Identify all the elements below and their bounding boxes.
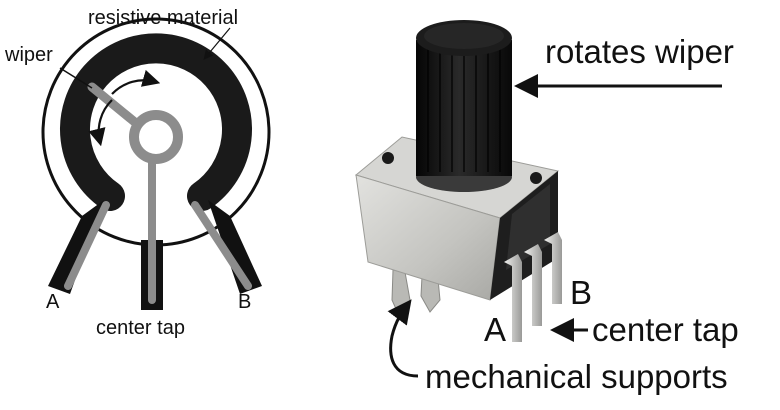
- terminal-b: [191, 200, 262, 294]
- rivet-left: [382, 152, 394, 164]
- label-mechanical-supports: mechanical supports: [425, 358, 728, 395]
- label-photo-terminal-b: B: [570, 274, 592, 311]
- resistive-material-leader-line: [203, 27, 231, 60]
- potentiometer-illustration: rotates wiper B A center tap mechanical …: [354, 20, 739, 395]
- label-resistive-material: resistive material: [88, 7, 238, 29]
- rotation-arrow-cw: [111, 69, 161, 95]
- pin-center: [524, 244, 542, 326]
- wiper-hub: [129, 110, 183, 164]
- resistive-track: [60, 33, 252, 211]
- label-photo-terminal-a: A: [484, 311, 506, 348]
- pin-a: [504, 254, 522, 342]
- label-terminal-b: B: [238, 291, 251, 313]
- mechanical-supports-arrow: [387, 299, 419, 378]
- pin-b: [544, 232, 562, 304]
- label-rotates-wiper: rotates wiper: [545, 33, 734, 70]
- schematic-diagram: resistive material wiper A B center tap: [4, 7, 271, 339]
- rivet-right: [530, 172, 542, 184]
- support-leg-left: [391, 269, 411, 320]
- terminal-a: [48, 200, 110, 294]
- label-wiper: wiper: [4, 44, 53, 66]
- terminal-center: [141, 156, 163, 310]
- rotation-arrow-ccw: [88, 99, 113, 147]
- wiper-leader-line: [59, 67, 93, 89]
- label-terminal-a: A: [46, 291, 60, 313]
- knob: [416, 20, 512, 192]
- wiper-arm: [87, 82, 147, 133]
- label-center-tap: center tap: [96, 317, 185, 339]
- label-photo-center-tap: center tap: [592, 311, 739, 348]
